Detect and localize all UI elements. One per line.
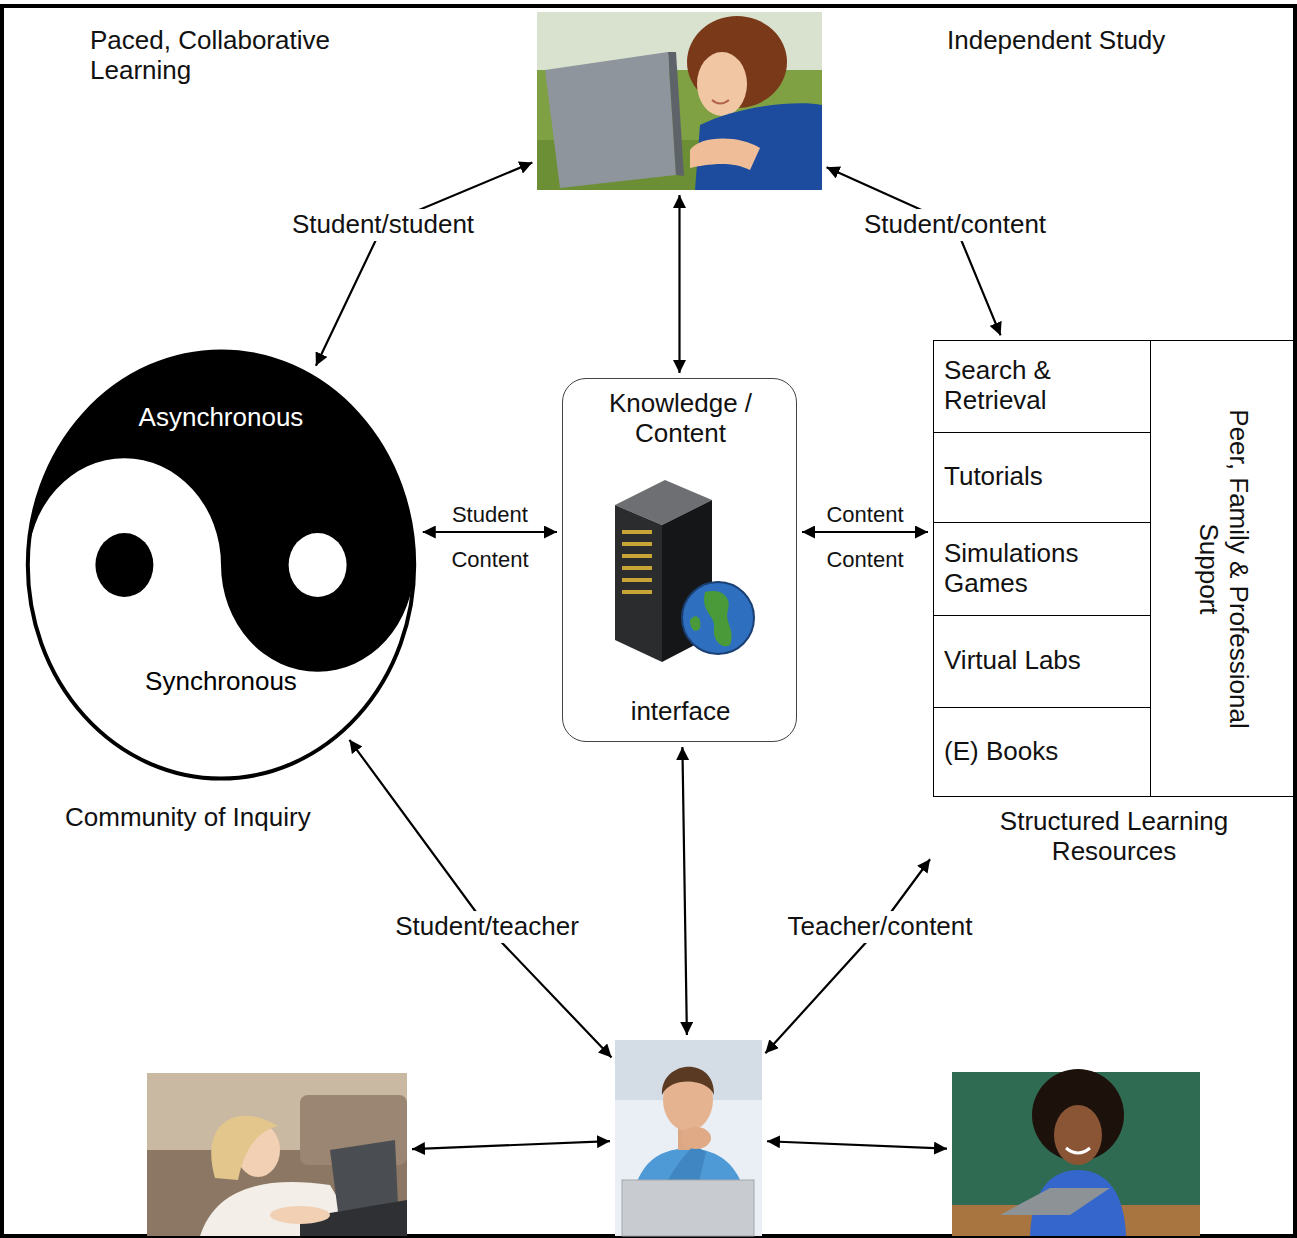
hair — [662, 1067, 714, 1095]
node-text: (E) Books — [944, 737, 1141, 767]
free-label: Content — [451, 547, 528, 572]
outer-frame — [2, 6, 1295, 1236]
laptop — [622, 1180, 754, 1236]
student-photo-right — [952, 1069, 1200, 1236]
server-slot — [622, 566, 652, 570]
interaction-arrow — [682, 747, 686, 1035]
teacher-photo — [615, 1040, 762, 1236]
student-photo — [537, 12, 822, 190]
server-front — [615, 505, 662, 662]
interaction-arrow — [678, 195, 680, 373]
laptop-screen — [330, 1140, 398, 1212]
teacher-photo — [615, 1040, 762, 1236]
laptop-edge — [668, 52, 684, 176]
node-text: Virtual Labs — [944, 646, 1141, 676]
content-interface-box: Knowledge / Content interface — [562, 378, 797, 742]
resource-cell: Virtual Labs — [933, 615, 1151, 708]
student-photo — [952, 1072, 1200, 1236]
panel-heading: Structured Learning Resources — [964, 807, 1264, 867]
smile — [712, 100, 729, 104]
node-text: Simulations Games — [944, 539, 1141, 599]
node-text: Asynchronous — [22, 403, 420, 433]
interaction-arrow — [765, 859, 930, 1053]
interaction-arrow — [827, 167, 1001, 335]
free-label: Independent Study — [947, 26, 1165, 56]
globe — [682, 582, 754, 654]
arm — [690, 138, 760, 170]
server-slot — [622, 554, 652, 558]
globe-land — [704, 591, 732, 646]
resource-cell: (E) Books — [933, 707, 1151, 797]
interaction-arrow — [349, 740, 611, 1058]
white-dot — [289, 533, 347, 597]
node-text: Synchronous — [22, 667, 420, 697]
yin-half — [28, 351, 414, 671]
laptop — [1000, 1188, 1110, 1215]
node-text: Search & Retrieval — [944, 356, 1141, 416]
interaction-arrow — [423, 531, 557, 533]
student-photo-top — [537, 12, 822, 190]
free-label: Community of Inquiry — [65, 803, 311, 833]
interaction-label: Teacher/content — [782, 911, 977, 943]
free-label: Content — [826, 547, 903, 572]
sync-async-circle: AsynchronousSynchronous — [22, 345, 420, 785]
hand — [681, 1127, 711, 1149]
interaction-label: Student — [447, 501, 533, 528]
node-text: Peer, Family & Professional Support — [1193, 404, 1253, 734]
support-column: Peer, Family & Professional Support — [1150, 340, 1295, 797]
server-slot — [622, 578, 652, 582]
resource-cell: Search & Retrieval — [933, 340, 1151, 433]
interaction-arrow — [802, 531, 928, 533]
face — [1054, 1105, 1102, 1165]
node-text: interface — [563, 697, 798, 727]
face — [697, 52, 747, 116]
server-slot — [622, 542, 652, 546]
interaction-label: Content — [821, 501, 908, 528]
photo-background — [615, 1040, 762, 1236]
arm — [270, 1206, 330, 1224]
resource-cell: Simulations Games — [933, 522, 1151, 616]
hair — [211, 1116, 278, 1180]
photo-wall — [147, 1073, 407, 1236]
interaction-label: Student/content — [859, 209, 1051, 241]
interaction-arrow — [316, 163, 532, 366]
server-slot — [622, 530, 652, 534]
student-photo — [147, 1073, 407, 1236]
resource-panel: Structured Learning Resources Search & Re… — [933, 340, 1295, 880]
globe-land — [690, 616, 700, 631]
server-icon — [615, 480, 754, 662]
free-label: Paced, Collaborative Learning — [90, 26, 390, 86]
resource-cell: Tutorials — [933, 432, 1151, 523]
node-text: Knowledge / Content — [573, 389, 788, 449]
smile — [1066, 1148, 1090, 1153]
interaction-arrow — [767, 1141, 947, 1148]
interaction-arrow — [412, 1141, 610, 1149]
server-slot — [622, 590, 652, 594]
node-text: Tutorials — [944, 462, 1141, 492]
interaction-label: Student/teacher — [390, 911, 584, 943]
student-photo-left — [147, 1073, 407, 1236]
black-dot — [95, 533, 153, 597]
interaction-label: Student/student — [287, 209, 479, 241]
laptop-screen — [545, 52, 676, 188]
